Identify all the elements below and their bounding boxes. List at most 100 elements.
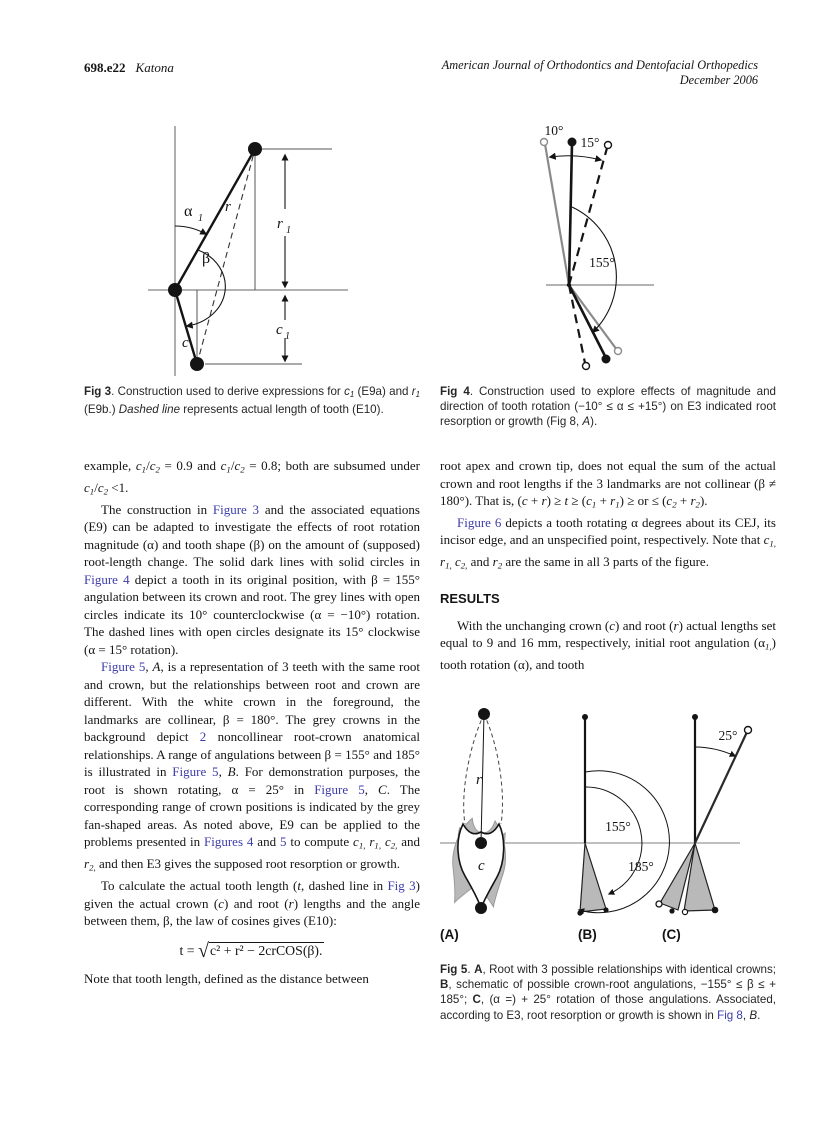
text-run: t: [564, 493, 569, 508]
paragraph: With the unchanging crown (c) and root (…: [440, 617, 776, 674]
text-run: 2: [240, 464, 245, 475]
fig4-label-155deg: 155°: [589, 255, 615, 270]
text-run: Fig 5: [440, 963, 468, 976]
paragraph: Figure 6 depicts a tooth rotating α degr…: [440, 514, 776, 575]
text-run: , Root with 3 possible relationships wit…: [482, 963, 776, 976]
text-run: ) ≥ or ≤ (: [619, 493, 667, 508]
paragraph: The construction in Figure 3 and the ass…: [84, 501, 420, 659]
figure-link[interactable]: Fig 8: [717, 1008, 743, 1022]
text-run: c: [763, 532, 770, 548]
text-run: ) lengths and the angle between them, β,…: [84, 895, 420, 929]
text-run: ,: [145, 659, 153, 675]
fig5-label-155deg: 155°: [605, 819, 631, 834]
fig5-label-A: (A): [440, 927, 459, 942]
fig4-dashed-root-line: [567, 147, 609, 286]
text-run: r: [541, 493, 547, 508]
text-run: A: [152, 659, 161, 675]
figure-link[interactable]: Figure 5: [101, 659, 146, 675]
figure-link[interactable]: 5: [279, 834, 287, 850]
text-run: Fig 4: [440, 385, 470, 398]
text-run: 2,: [89, 862, 96, 873]
text-run: ).: [699, 493, 708, 508]
text-run: 1: [591, 499, 597, 510]
text-run: and: [253, 834, 280, 850]
fig4-label-10deg: 10°: [545, 123, 564, 138]
figure-4-diagram: 10° 15° 155°: [539, 123, 654, 371]
left-paragraphs-after-equation: Note that tooth length, defined as the d…: [84, 970, 420, 988]
fig5-root-apex-dot: [478, 708, 490, 720]
text-run: ) given the actual crown (: [84, 878, 420, 911]
text-run: c: [353, 834, 359, 850]
fig4-rotation-range-arc: [548, 152, 603, 163]
text-run: r: [288, 895, 294, 911]
text-run: 1,: [445, 560, 452, 571]
fig3-label-alpha1: α: [184, 203, 193, 220]
fig5-155-arc: [584, 786, 643, 895]
left-paragraphs: example, c1/c2 = 0.9 and c1/c2 = 0.8; bo…: [84, 457, 420, 930]
fig3-label-r: r: [225, 199, 231, 215]
text-run: ,: [218, 764, 228, 780]
svg-text:1: 1: [286, 225, 291, 236]
text-run: 1,: [765, 641, 772, 652]
text-run: are the same in all 3 parts of the figur…: [502, 554, 709, 570]
text-run: 1,: [769, 538, 776, 549]
fig3-tooth-length-dashed-line: [196, 148, 256, 365]
text-run: 2: [695, 499, 700, 510]
text-run: Dashed line: [118, 403, 181, 417]
text-run: represents actual length of tooth (E10).: [180, 403, 384, 417]
figure-link[interactable]: Figure 5: [314, 781, 365, 797]
fig3-crown-tip-dot: [190, 357, 204, 371]
figure-link[interactable]: Figure 3: [212, 501, 260, 517]
text-run: c: [609, 617, 616, 633]
paragraph: example, c1/c2 = 0.9 and c1/c2 = 0.8; bo…: [84, 457, 420, 501]
text-run: +: [527, 493, 542, 508]
fig3-label-beta: β: [202, 250, 210, 267]
header-right: American Journal of Orthodontics and Den…: [400, 58, 758, 88]
text-run: (E9b.): [84, 403, 119, 417]
text-run: To calculate the actual tooth length (: [101, 878, 298, 894]
text-run: r: [610, 493, 616, 508]
text-run: 2,: [460, 560, 468, 571]
text-run: /: [230, 458, 235, 473]
text-run: t: [297, 878, 302, 894]
figure-link[interactable]: 2: [199, 729, 207, 745]
figure-link[interactable]: Figure 6: [457, 514, 502, 530]
text-run: = 0.9 and: [159, 458, 221, 473]
fig5-cej-dot: [475, 837, 487, 849]
text-run: (E9a) and: [354, 385, 412, 398]
text-run: c: [521, 493, 528, 508]
text-run: 1: [226, 464, 231, 475]
figure-link[interactable]: Fig 3: [387, 878, 416, 894]
figure-link[interactable]: Figure 5: [172, 764, 219, 780]
text-run: , schematic of possible crown-root angul…: [440, 978, 776, 1007]
text-run: root apex and crown tip, does not equal …: [440, 458, 776, 508]
text-run: 2: [155, 464, 160, 475]
fig4-black-root-line: [567, 142, 574, 286]
text-run: 2: [103, 486, 109, 497]
right-paragraphs: root apex and crown tip, does not equal …: [440, 457, 776, 575]
text-run: . The corresponding range of crown posit…: [84, 781, 420, 850]
fig5-label-B: (B): [578, 927, 597, 942]
text-run: example,: [84, 458, 136, 473]
fig5-label-r: r: [476, 772, 482, 788]
text-run: A: [474, 963, 483, 976]
text-run: B: [440, 978, 449, 992]
text-run: B: [227, 764, 236, 780]
text-run: /: [146, 458, 150, 473]
text-run: r: [411, 385, 416, 398]
text-run: ).: [590, 415, 598, 429]
text-run: <1.: [108, 479, 129, 495]
text-run: r: [690, 493, 696, 508]
text-run: c: [586, 493, 592, 508]
text-run: Note that tooth length, defined as the d…: [84, 970, 369, 986]
text-run: 1: [415, 390, 421, 400]
figure-link[interactable]: Figure 4: [84, 571, 130, 587]
text-run: c: [84, 479, 90, 495]
text-run: to compute: [286, 834, 354, 850]
figure-link[interactable]: Figures 4: [204, 834, 254, 850]
text-run: r: [673, 617, 679, 633]
radical-symbol: √: [198, 939, 210, 962]
running-author: Katona: [135, 60, 174, 75]
fig3-caption: Fig 3. Construction used to derive expre…: [84, 384, 420, 418]
